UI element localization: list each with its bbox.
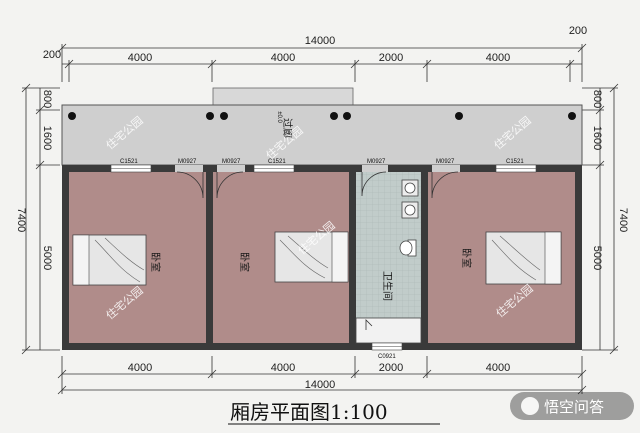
top-dimensions — [57, 43, 587, 82]
dim-top-seg-2: 4000 — [271, 52, 295, 64]
sink-icon-2 — [401, 201, 419, 219]
dim-bottom-seg-1: 4000 — [128, 362, 152, 374]
window-top-mid — [253, 164, 295, 173]
dim-top-left-offset: 200 — [43, 49, 61, 61]
tag-door-3: M0927 — [367, 159, 386, 165]
dim-top-seg-3: 2000 — [379, 52, 403, 64]
right-dimensions — [582, 83, 619, 355]
dim-right-total: 7400 — [617, 208, 629, 232]
dim-bottom-seg-3: 2000 — [379, 362, 403, 374]
tag-window-3: C1521 — [506, 159, 524, 165]
dim-bottom-seg-4: 4000 — [486, 362, 510, 374]
dim-top-seg-1: 4000 — [128, 52, 152, 64]
room-bathroom — [356, 172, 421, 343]
dim-right-seg-3: 5000 — [591, 246, 603, 270]
label-bathroom: 卫生间 — [381, 271, 394, 301]
door-bathroom — [361, 165, 388, 197]
window-top-left — [110, 164, 152, 173]
dim-top-seg-4: 4000 — [486, 52, 510, 64]
tag-window-2: C1521 — [268, 159, 286, 165]
bed-left — [72, 234, 147, 286]
label-bedroom-left: 卧室 — [149, 252, 162, 272]
bed-right — [485, 231, 562, 285]
dim-left-seg-1: 800 — [41, 90, 53, 108]
tag-door-1: M0927 — [178, 159, 197, 165]
door-bedroom-right — [431, 165, 460, 199]
dim-right-seg-2: 1600 — [591, 126, 603, 150]
bottom-dimensions — [57, 356, 587, 395]
corridor — [61, 104, 583, 166]
dim-left-total: 7400 — [15, 208, 27, 232]
tag-window-1: C1521 — [120, 159, 138, 165]
door-bedroom-left — [175, 165, 204, 199]
dim-top-right-offset: 200 — [569, 25, 587, 37]
brand-logo-icon — [521, 397, 539, 415]
dim-left-seg-2: 1600 — [41, 126, 53, 150]
corridor-columns — [68, 112, 576, 120]
tag-door-2: M0927 — [222, 159, 241, 165]
dim-bottom-total: 14000 — [305, 379, 336, 391]
label-bedroom-mid: 卧室 — [238, 252, 251, 272]
window-bath-bottom — [371, 342, 403, 351]
left-dimensions — [21, 83, 60, 355]
tag-window-bath: C0921 — [378, 354, 396, 360]
corridor-label: 过廊 — [281, 118, 294, 138]
tag-door-4: M0927 — [436, 159, 455, 165]
dim-right-seg-1: 800 — [591, 90, 603, 108]
door-bedroom-mid — [216, 165, 245, 199]
corridor-level-mark: ±0.0 — [276, 111, 282, 123]
brand-badge: 悟空问答 — [510, 392, 634, 420]
label-bedroom-right: 卧室 — [460, 248, 473, 268]
dim-left-seg-3: 5000 — [41, 246, 53, 270]
window-top-right — [495, 164, 537, 173]
sink-icon — [401, 179, 419, 197]
drawing-title: 厢房平面图1:100 — [230, 400, 388, 424]
brand-text: 悟空问答 — [544, 398, 604, 416]
bed-mid — [274, 231, 349, 283]
bathroom-shower — [355, 317, 422, 344]
shower-icon — [365, 319, 373, 330]
dim-top-total: 14000 — [305, 35, 336, 47]
dim-bottom-seg-2: 4000 — [271, 362, 295, 374]
roof-eave — [212, 87, 354, 106]
toilet-icon — [399, 239, 417, 257]
